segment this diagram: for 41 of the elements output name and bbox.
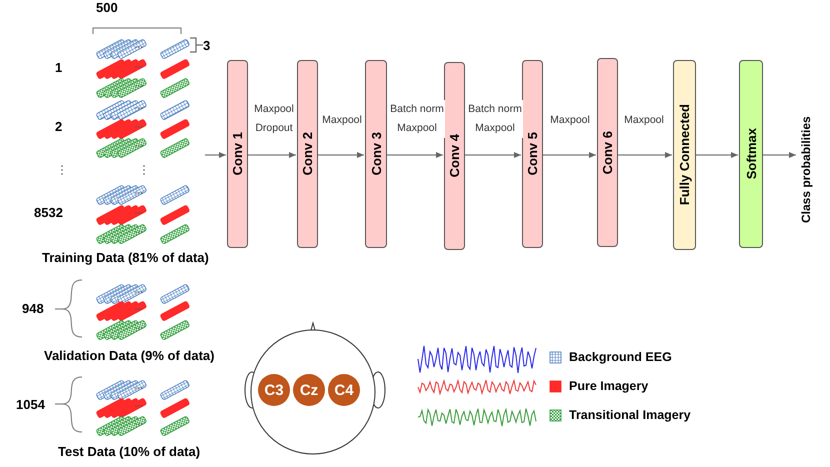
count-label: 2 xyxy=(55,119,62,134)
layer-box xyxy=(597,58,618,247)
count-label: 1 xyxy=(55,60,62,75)
layer-label: Conv 3 xyxy=(368,132,384,176)
count-label: 948 xyxy=(22,301,44,316)
layer-box xyxy=(739,60,763,248)
layer-label: Softmax xyxy=(744,128,758,180)
caption: Test Data (10% of data) xyxy=(58,444,200,459)
count-label: 3 xyxy=(203,38,210,53)
layer-box xyxy=(444,62,465,250)
arrow xyxy=(464,152,522,158)
layer-label: Conv 2 xyxy=(300,132,315,176)
count-label: 1054 xyxy=(16,397,45,412)
layer-box xyxy=(522,60,543,248)
output-label: Class probabilities xyxy=(797,105,815,235)
edge-label: Batch norm Maxpool xyxy=(389,100,445,138)
arrow xyxy=(618,152,672,158)
layer-box xyxy=(227,60,248,248)
layer-label: Conv 6 xyxy=(600,130,615,174)
layer-box xyxy=(297,60,318,248)
layer-label: Fully Connected xyxy=(677,104,692,206)
arrow xyxy=(762,152,796,158)
legend-label: Transitional Imagery xyxy=(569,408,691,422)
caption: Training Data (81% of data) xyxy=(42,250,209,265)
arrow xyxy=(696,152,738,158)
layer-box xyxy=(673,60,696,250)
caption: Validation Data (9% of data) xyxy=(44,348,214,363)
edge-label: Batch norm Maxpool xyxy=(467,100,523,138)
arrow xyxy=(248,152,296,158)
count-label: 8532 xyxy=(34,205,63,220)
count-label: 500 xyxy=(96,0,118,15)
layer-label: Conv 5 xyxy=(525,132,540,176)
arrow xyxy=(542,152,596,158)
layer-label: Conv 4 xyxy=(447,134,462,178)
arrow xyxy=(318,152,364,158)
legend-label: Pure Imagery xyxy=(569,379,648,393)
arrow xyxy=(386,152,444,158)
layer-label: Conv 1 xyxy=(230,132,245,176)
layer-box xyxy=(365,60,387,248)
arrow xyxy=(204,152,226,158)
legend-label: Background EEG xyxy=(569,350,672,364)
